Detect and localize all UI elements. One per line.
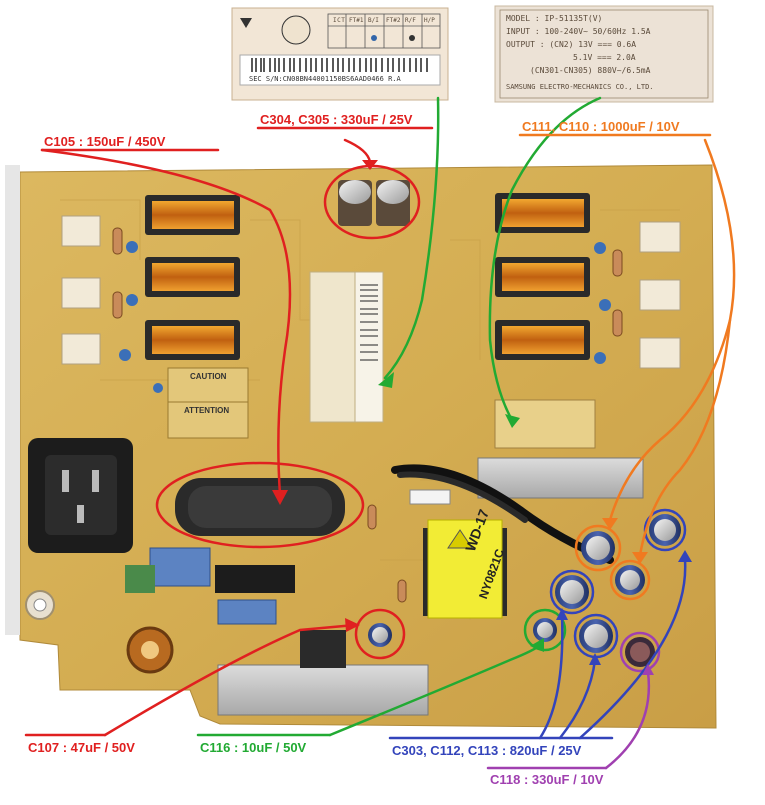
- label-c116: C116 : 10uF / 50V: [200, 740, 307, 755]
- resistors: [112, 227, 623, 603]
- sticker-col-ict: ICT: [333, 17, 346, 24]
- label-c105: C105 : 150uF / 450V: [44, 134, 166, 149]
- common-mode-choke: [126, 626, 174, 674]
- c110-highlight: [609, 559, 651, 601]
- label-c304-c305: C304, C305 : 330uF / 25V: [260, 112, 413, 127]
- pcb-board: [5, 164, 717, 729]
- sticker-col-ft1: FT#1: [349, 17, 364, 24]
- capacitors-c304-c305: [338, 180, 410, 226]
- leader-lines: [24, 96, 736, 770]
- label-c111-c110: C111, C110 : 1000uF / 10V: [522, 119, 680, 134]
- ac-inlet: [28, 438, 133, 553]
- sticker-col-rf: R/F: [405, 17, 416, 24]
- c116-highlight: [523, 608, 567, 652]
- filter-capacitors: [125, 547, 277, 625]
- main-transformer: [423, 519, 507, 619]
- sticker-col-bi: B/I: [368, 17, 379, 24]
- board-attention-text: ATTENTION: [184, 406, 230, 415]
- heatsink-right: [477, 457, 644, 499]
- board-caution-text: CAUTION: [190, 372, 227, 381]
- sticker-input-line: INPUT : 100-240V~ 50/60Hz 1.5A: [506, 27, 651, 36]
- wires: [391, 464, 614, 564]
- label-c118: C118 : 330uF / 10V: [490, 772, 604, 787]
- bridge-rectifier: [215, 565, 295, 593]
- sticker-col-hp: H/P: [424, 17, 435, 24]
- sticker-right-photo: [494, 5, 714, 103]
- sticker-output-line-2: 5.1V === 2.0A: [573, 53, 636, 62]
- label-c303-c112-c113: C303, C112, C113 : 820uF / 25V: [392, 743, 582, 758]
- sticker-model-line: MODEL : IP-51135T(V): [506, 14, 603, 23]
- c118-highlight: [619, 631, 661, 673]
- c107-highlight: [354, 608, 406, 660]
- sticker-output-line-1: OUTPUT : (CN2) 13V === 0.6A: [506, 40, 637, 49]
- sticker-maker-line: SAMSUNG ELECTRO-MECHANICS CO., LTD.: [506, 83, 654, 91]
- arrowheads: [272, 160, 692, 675]
- annotation-highlights: [155, 164, 687, 673]
- c111-highlight: [574, 524, 622, 572]
- c112-highlight: [549, 569, 595, 615]
- inverter-transformers-right: [495, 193, 590, 360]
- sticker-col-ft2: FT#2: [386, 17, 401, 24]
- inverter-transformers-left: [145, 195, 240, 360]
- c105-highlight: [155, 461, 365, 549]
- heatsink-bottom: [217, 630, 429, 716]
- caution-block: [167, 367, 249, 439]
- sticker-left-photo: [231, 7, 449, 101]
- sticker-serial: SEC S/N:CN08BN44001150BS6AAD0466 R.A: [249, 75, 401, 83]
- sticker-output-line-3: (CN301-CN305) 880V~/6.5mA: [530, 66, 651, 75]
- capacitor-c105: [175, 478, 345, 536]
- ceramic-capacitors: [119, 241, 611, 393]
- lamp-connectors: [61, 215, 681, 369]
- board-barcode-sticker: [309, 271, 384, 423]
- output-capacitors: [368, 514, 681, 667]
- label-c107: C107 : 47uF / 50V: [28, 740, 135, 755]
